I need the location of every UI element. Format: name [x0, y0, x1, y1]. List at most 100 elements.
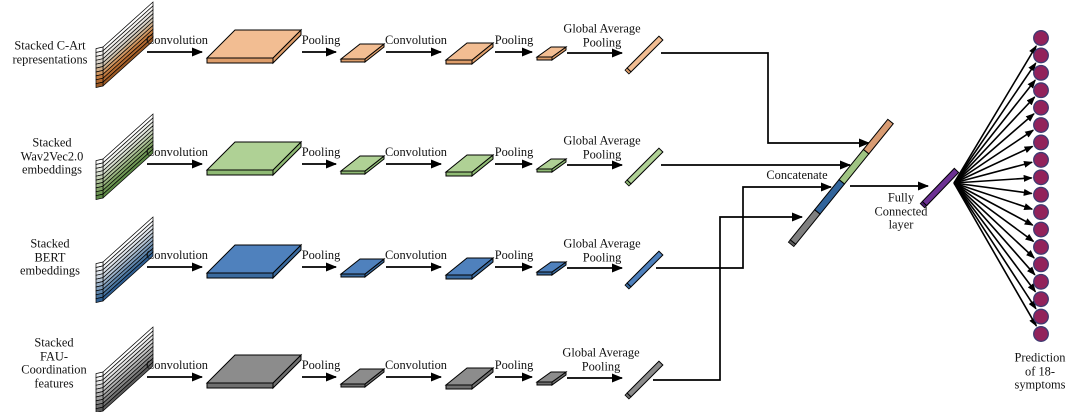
fc-vector	[919, 167, 960, 209]
branch-fau	[95, 212, 803, 412]
output-node	[1033, 169, 1049, 186]
feature-map-large-wav2vec-front	[206, 169, 274, 176]
feature-map-medium-fau-top	[444, 367, 495, 386]
output-node	[1033, 256, 1049, 273]
feature-map-large-bert	[205, 243, 303, 280]
output-node	[1033, 291, 1049, 308]
feature-map-large-c-art	[205, 28, 303, 65]
feature-map-small-fau-top	[339, 368, 386, 385]
concat-vector	[787, 118, 894, 248]
feature-map-tiny-c-art-top	[535, 46, 568, 58]
gap-vector-fau	[624, 360, 664, 400]
feature-map-small-c-art-top	[339, 43, 386, 60]
feature-map-tiny-bert	[535, 261, 568, 276]
output-node	[1033, 30, 1049, 46]
output-arrow	[953, 129, 1035, 184]
concat-segment	[862, 118, 894, 155]
concat-segment	[789, 208, 821, 245]
output-arrow	[953, 45, 1037, 184]
feature-map-medium-bert-top	[444, 257, 495, 276]
output-node	[1033, 151, 1049, 168]
output-arrow	[953, 174, 1033, 184]
feature-map-large-fau-top	[205, 354, 303, 384]
branch-wav2vec	[95, 113, 851, 201]
concat-segment	[813, 178, 846, 215]
output-node	[1033, 47, 1049, 64]
output-arrow	[953, 62, 1037, 184]
output-arrow	[953, 79, 1036, 184]
feature-map-large-fau	[205, 353, 303, 390]
input-stack-bert	[95, 216, 154, 304]
output-node	[1033, 221, 1049, 238]
branch-c-art	[95, 1, 870, 148]
output-arrow	[953, 160, 1033, 184]
gap-vector-c-art	[624, 35, 664, 75]
feature-map-large-bert-top	[205, 244, 303, 274]
feature-map-medium-wav2vec-top	[444, 154, 495, 173]
input-stack-fau	[95, 326, 154, 412]
output-node	[1033, 326, 1049, 342]
output-node	[1033, 186, 1049, 203]
feature-map-medium-fau	[444, 366, 495, 391]
output-arrow	[953, 182, 1037, 293]
output-node	[1033, 204, 1049, 221]
feature-map-medium-fau-front	[445, 384, 473, 390]
output-arrow	[953, 113, 1035, 184]
feature-map-medium-c-art-top	[444, 42, 495, 61]
output-node	[1033, 238, 1049, 255]
output-node	[1033, 273, 1049, 290]
feature-map-large-fau-front	[206, 382, 274, 389]
output-arrow	[953, 145, 1034, 184]
feature-map-small-bert-top	[339, 258, 386, 275]
fc-vector-body	[921, 167, 960, 207]
feature-map-tiny-wav2vec-top	[535, 158, 568, 170]
output-arrow	[953, 182, 1037, 310]
output-node	[1033, 64, 1049, 81]
route-to-concat-fau	[653, 212, 803, 381]
route-to-concat-bert	[656, 182, 832, 269]
feature-map-medium-wav2vec-front	[445, 171, 473, 177]
output-node	[1033, 82, 1049, 99]
feature-map-large-c-art-top	[205, 29, 303, 59]
input-stack-wav2vec	[95, 113, 154, 201]
feature-map-small-wav2vec-top	[339, 155, 386, 172]
output-arrow	[953, 182, 1035, 243]
input-stack-fau-layer-end	[95, 406, 104, 412]
input-stack-c-art	[95, 1, 154, 89]
feature-map-medium-c-art-front	[445, 59, 473, 65]
feature-map-small-wav2vec	[339, 154, 386, 176]
route-to-concat-c-art	[661, 52, 870, 148]
output-node	[1033, 308, 1049, 325]
feature-map-tiny-fau	[535, 371, 568, 386]
gap-vector-bert	[624, 250, 664, 290]
output-layer	[953, 30, 1049, 342]
output-arrow	[953, 182, 1033, 196]
feature-map-small-fau	[339, 367, 386, 389]
input-stack-c-art-layer-end	[95, 81, 104, 89]
output-arrow	[953, 182, 1038, 327]
feature-map-large-wav2vec-top	[205, 141, 303, 171]
output-arrow	[953, 182, 1036, 276]
feature-map-tiny-c-art	[535, 46, 568, 61]
feature-map-medium-bert	[444, 256, 495, 281]
output-arrow	[953, 182, 1034, 226]
output-arrow	[953, 182, 1034, 210]
feature-map-small-bert	[339, 257, 386, 279]
concat-segment	[838, 148, 870, 185]
gap-vector-c-art-body	[626, 35, 664, 73]
output-node	[1033, 99, 1049, 116]
feature-map-large-wav2vec	[205, 140, 303, 177]
input-stack-wav2vec-layer-end	[95, 193, 104, 201]
input-stack-bert-layer-end	[95, 296, 104, 304]
output-arrow	[953, 182, 1035, 259]
output-arrow	[953, 96, 1036, 184]
gap-vector-wav2vec-body	[626, 147, 664, 185]
feature-map-small-c-art	[339, 42, 386, 64]
gap-vector-fau-body	[626, 360, 664, 398]
gap-vector-bert-body	[626, 250, 664, 288]
feature-map-tiny-fau-top	[535, 371, 568, 383]
feature-map-large-bert-front	[206, 272, 274, 279]
output-node	[1033, 117, 1049, 134]
